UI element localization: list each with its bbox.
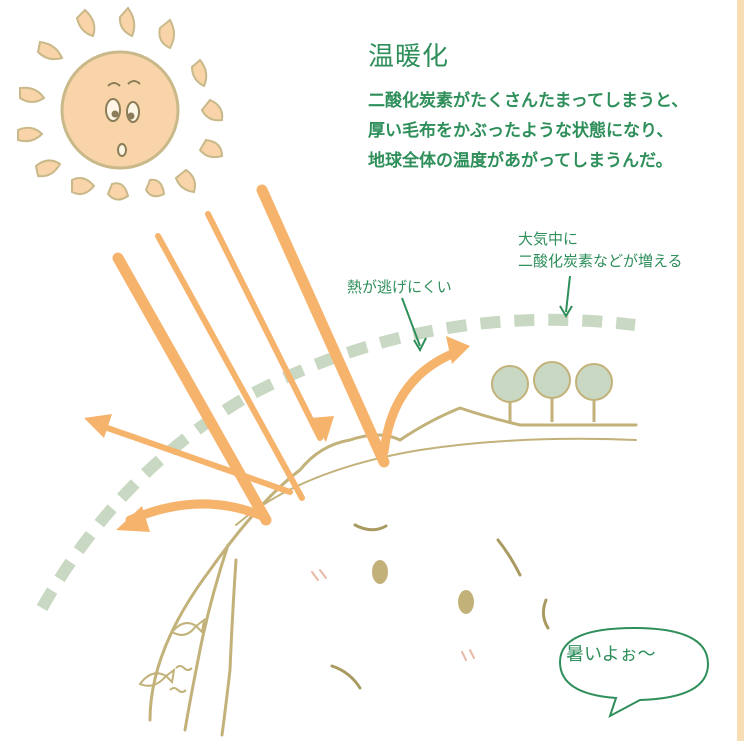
sunlight-rays <box>112 184 390 526</box>
description-line: 二酸化炭素がたくさんたまってしまうと、 <box>368 91 689 111</box>
earth-surface <box>148 406 638 737</box>
sun-character <box>60 50 180 170</box>
heat-escape-label: 熱が逃げにくい <box>347 278 452 296</box>
trees-icon <box>491 361 613 422</box>
page-edge-border <box>737 0 744 741</box>
speech-bubble <box>558 626 710 719</box>
earth-eye-right <box>458 590 474 614</box>
page-title: 温暖化 <box>368 42 450 72</box>
sun-rays <box>17 6 224 201</box>
earth-eye-left <box>372 560 388 584</box>
description-text: 二酸化炭素がたくさんたまってしまうと、 厚い毛布をかぶったような状態になり、 地… <box>368 86 688 176</box>
heat-arrows <box>84 336 470 532</box>
atmosphere-layer <box>36 313 636 611</box>
speech-text: 暑いよぉ〜 <box>566 644 656 665</box>
description-line: 地球全体の温度があがってしまうんだ。 <box>368 151 673 171</box>
label-pointers <box>401 275 573 353</box>
co2-label-line1: 大気中に <box>518 230 579 248</box>
description-line: 厚い毛布をかぶったような状態になり、 <box>368 121 674 141</box>
fish-icon <box>138 617 206 693</box>
co2-label-line2: 二酸化炭素などが増える <box>518 252 683 270</box>
co2-label: 大気中に 二酸化炭素などが増える <box>518 228 683 272</box>
